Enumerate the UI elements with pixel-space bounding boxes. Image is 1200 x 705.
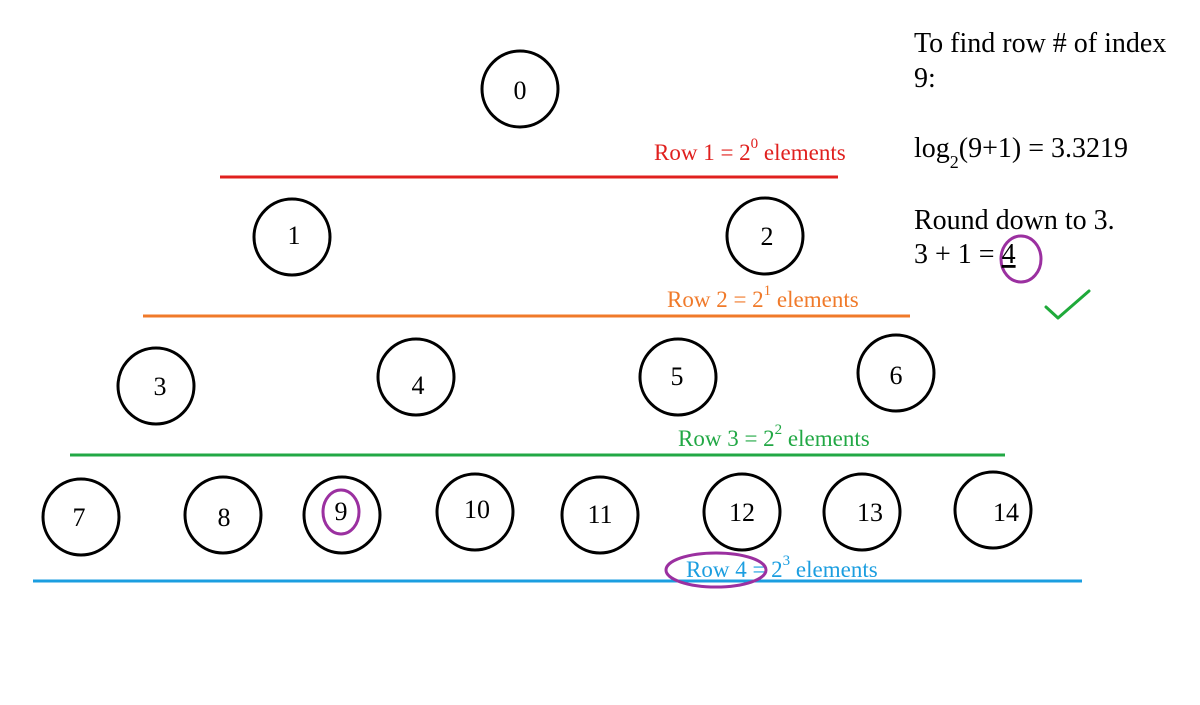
heap-node: 3 <box>116 346 196 426</box>
check-mark-icon <box>1044 289 1091 320</box>
svg-text:7: 7 <box>73 503 86 532</box>
heap-node: 9 <box>302 475 382 555</box>
svg-text:9: 9 <box>335 497 348 526</box>
heap-node: 8 <box>183 475 263 555</box>
heap-node: 13 <box>822 472 902 552</box>
svg-text:11: 11 <box>587 500 612 529</box>
note-line-2: 9: <box>914 63 936 94</box>
note-log-formula: log2(9+1) = 3.3219 <box>914 133 1128 172</box>
heap-node: 5 <box>638 337 718 417</box>
svg-text:0: 0 <box>514 76 527 105</box>
note-sum: 3 + 1 = 4 <box>914 239 1016 270</box>
svg-text:4: 4 <box>412 371 425 400</box>
highlight-result <box>999 234 1043 284</box>
svg-text:14: 14 <box>993 498 1019 527</box>
heap-node: 11 <box>560 475 640 555</box>
svg-text:12: 12 <box>729 498 755 527</box>
svg-text:3: 3 <box>154 372 167 401</box>
svg-text:13: 13 <box>857 498 883 527</box>
row-2-label: Row 2 = 21 elements <box>667 283 859 312</box>
heap-node: 10 <box>435 472 515 552</box>
svg-text:8: 8 <box>218 503 231 532</box>
svg-text:5: 5 <box>671 362 684 391</box>
heap-node: 2 <box>725 196 805 276</box>
row-3-label: Row 3 = 22 elements <box>678 422 870 451</box>
svg-text:2: 2 <box>761 222 774 251</box>
heap-node: 0 <box>480 49 560 129</box>
svg-text:10: 10 <box>464 495 490 524</box>
note-line-1: To find row # of index <box>914 28 1166 59</box>
row-4-label: Row 4 = 23 elements <box>686 553 878 582</box>
svg-text:1: 1 <box>288 221 301 250</box>
heap-node: 1 <box>252 197 332 277</box>
heap-node: 14 <box>953 470 1033 550</box>
svg-text:6: 6 <box>890 361 903 390</box>
heap-node: 12 <box>702 472 782 552</box>
heap-node: 4 <box>376 337 456 417</box>
heap-node: 7 <box>41 477 121 557</box>
row-1-label: Row 1 = 20 elements <box>654 136 846 165</box>
highlight-index-9 <box>321 488 361 536</box>
highlight-row-4 <box>664 551 768 589</box>
heap-node: 6 <box>856 333 936 413</box>
note-round: Round down to 3. <box>914 205 1115 236</box>
